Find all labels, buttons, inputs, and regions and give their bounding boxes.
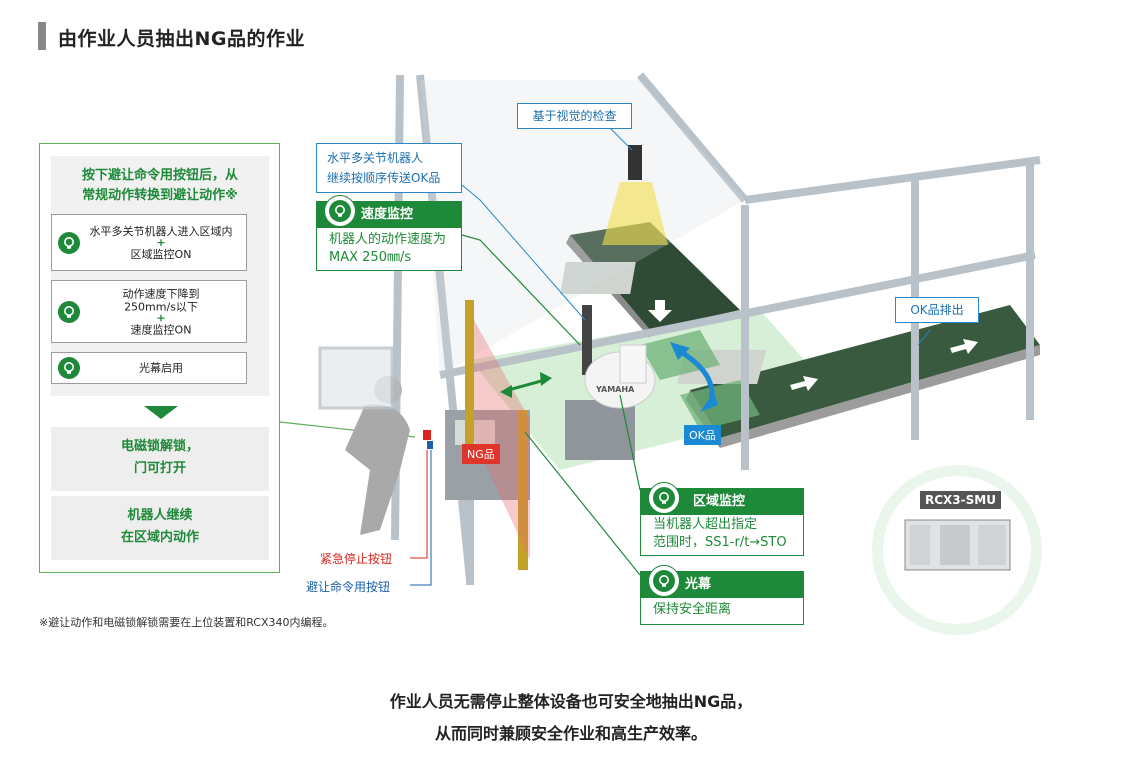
- speed-monitor-bulb: [324, 195, 356, 227]
- page-title: 由作业人员抽出NG品的作业: [58, 28, 305, 50]
- zone-monitor-text: 范围时，SS1-r/t→STO: [653, 535, 787, 550]
- speed-monitor-body: 机器人的动作速度为 MAX 250㎜/s: [329, 231, 446, 267]
- step-text: 动作速度下降到: [122, 287, 200, 300]
- ng-badge: NG品: [462, 444, 500, 464]
- controller-label: RCX3-SMU: [920, 491, 1001, 509]
- step-speed-monitor: 动作速度下降到 250mm/s以下 + 速度监控ON: [51, 280, 247, 343]
- result-text: 机器人继续: [127, 508, 193, 523]
- step-light-curtain: 光幕启用: [51, 352, 247, 384]
- light-curtain-bulb: [648, 565, 680, 597]
- procedure-header-line2: 常规动作转换到避让动作※: [82, 188, 238, 203]
- step-text: 区域监控ON: [130, 247, 192, 261]
- zone-monitor-bulb: [648, 482, 680, 514]
- zone-monitor-body: 当机器人超出指定 范围时，SS1-r/t→STO: [653, 516, 787, 552]
- estop-label: 紧急停止按钮: [320, 552, 393, 566]
- arrow-down-icon: [144, 406, 178, 419]
- light-curtain-body: 保持安全距离: [653, 601, 731, 619]
- procedure-panel: 按下避让命令用按钮后，从 常规动作转换到避让动作※ 水平多关节机器人进入区域内 …: [39, 143, 280, 573]
- bulb-icon: [58, 231, 80, 254]
- plus-sign: +: [156, 235, 166, 249]
- bulb-icon: [652, 486, 675, 509]
- bulb-icon: [58, 300, 80, 323]
- step-text: 250mm/s以下: [124, 300, 198, 313]
- plus-sign: +: [156, 311, 166, 324]
- result-continue: 机器人继续 在区域内动作: [51, 496, 269, 560]
- summary-line1: 作业人员无需停止整体设备也可安全地抽出NG品，: [389, 692, 753, 711]
- bulb-icon: [58, 357, 80, 379]
- callout-speed-monitor: 速度监控 机器人的动作速度为 MAX 250㎜/s: [316, 195, 462, 271]
- footnote: ※避让动作和电磁锁解锁需要在上位装置和RCX340内编程。: [39, 616, 334, 629]
- speed-monitor-text: 机器人的动作速度为: [329, 232, 447, 247]
- callout-vision: 基于视觉的检查: [517, 103, 632, 129]
- bulb-icon: [652, 569, 675, 592]
- speed-monitor-text: MAX 250㎜/s: [329, 250, 412, 265]
- step-zone-monitor: 水平多关节机器人进入区域内 + 区域监控ON: [51, 214, 247, 271]
- zone-monitor-text: 当机器人超出指定: [653, 517, 758, 532]
- result-text: 门可打开: [133, 461, 186, 476]
- light-curtain-text: 保持安全距离: [653, 602, 732, 617]
- step-text: 水平多关节机器人进入区域内: [89, 224, 233, 238]
- result-text: 电磁锁解锁，: [120, 439, 199, 454]
- callout-zone-monitor: 区域监控 当机器人超出指定 范围时，SS1-r/t→STO: [640, 482, 804, 556]
- summary-line2: 从而同时兼顾安全作业和高生产效率。: [434, 724, 707, 743]
- step-text: 光幕启用: [139, 361, 183, 375]
- title-accent-bar: [38, 22, 46, 50]
- callout-robot: 水平多关节机器人 继续按顺序传送OK品: [316, 143, 462, 193]
- ok-badge: OK品: [684, 425, 721, 445]
- yamaha-logo: YAMAHA: [596, 385, 635, 394]
- bulb-icon: [328, 199, 351, 222]
- result-text: 在区域内动作: [120, 530, 199, 545]
- callout-robot-line1: 水平多关节机器人: [327, 151, 424, 165]
- result-unlock: 电磁锁解锁， 门可打开: [51, 427, 269, 491]
- step-text: 速度监控ON: [130, 323, 192, 336]
- procedure-header-line1: 按下避让命令用按钮后，从: [81, 168, 238, 183]
- procedure-header: 按下避让命令用按钮后，从 常规动作转换到避让动作※: [51, 166, 269, 206]
- callout-robot-line2: 继续按顺序传送OK品: [327, 171, 441, 185]
- avoid-button-label: 避让命令用按钮: [306, 580, 391, 594]
- callout-ok-eject: OK品排出: [895, 297, 979, 323]
- callout-light-curtain: 光幕 保持安全距离: [640, 565, 804, 625]
